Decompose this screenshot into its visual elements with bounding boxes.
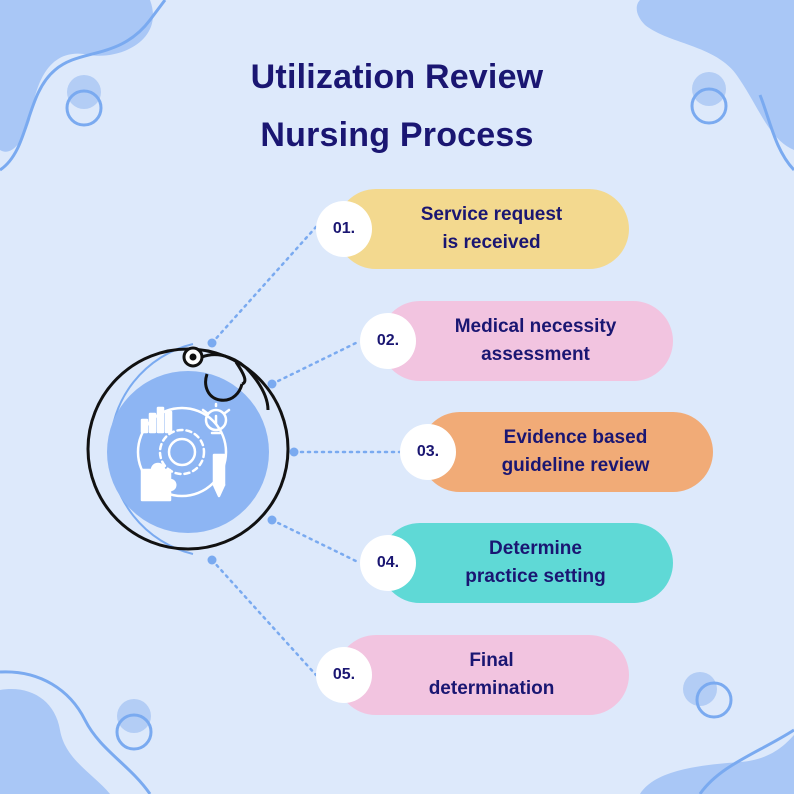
page-title-line1: Utilization Review <box>250 58 544 96</box>
step-5: Final determination 05. <box>316 635 629 715</box>
step-4: Determine practice setting 04. <box>360 523 673 603</box>
step-1-pill: Service request is received <box>336 189 629 269</box>
step-4-label-line2: practice setting <box>465 566 606 587</box>
step-5-label-line2: determination <box>428 678 555 699</box>
connector-4 <box>270 518 362 565</box>
hub-circle <box>107 371 269 533</box>
strategy-gear-icon <box>136 402 231 502</box>
step-3: Evidence based guideline review 03. <box>400 412 713 492</box>
page-title-line2: Nursing Process <box>260 116 534 154</box>
connector-dot-2 <box>267 379 277 389</box>
step-4-pill: Determine practice setting <box>380 523 673 603</box>
step-1-label-line2: is received <box>442 232 541 253</box>
connector-dot-5 <box>207 555 217 565</box>
connector-1 <box>210 225 318 345</box>
step-2-label-line2: assessment <box>481 344 590 365</box>
step-5-label-line1: Final <box>469 650 514 671</box>
stethoscope-icon <box>182 346 270 411</box>
step-2-pill: Medical necessity assessment <box>380 301 673 381</box>
connector-2 <box>270 339 362 386</box>
step-2-label-line1: Medical necessity <box>454 316 617 337</box>
step-1: Service request is received 01. <box>316 189 629 269</box>
step-2: Medical necessity assessment 02. <box>360 301 673 381</box>
step-2-number-badge: 02. <box>360 313 416 369</box>
step-1-label-line1: Service request <box>420 204 563 225</box>
step-5-number-badge: 05. <box>316 647 372 703</box>
step-3-pill: Evidence based guideline review <box>420 412 713 492</box>
connector-dot-3 <box>289 447 299 457</box>
step-1-number-badge: 01. <box>316 201 372 257</box>
connector-dot-4 <box>267 515 277 525</box>
step-4-number-badge: 04. <box>360 535 416 591</box>
step-5-pill: Final determination <box>336 635 629 715</box>
connector-dot-1 <box>207 338 217 348</box>
step-3-label-line2: guideline review <box>501 455 650 476</box>
step-3-label-line1: Evidence based <box>503 427 648 448</box>
connector-5 <box>210 558 318 677</box>
step-4-label-line1: Determine <box>489 538 582 559</box>
step-3-number-badge: 03. <box>400 424 456 480</box>
